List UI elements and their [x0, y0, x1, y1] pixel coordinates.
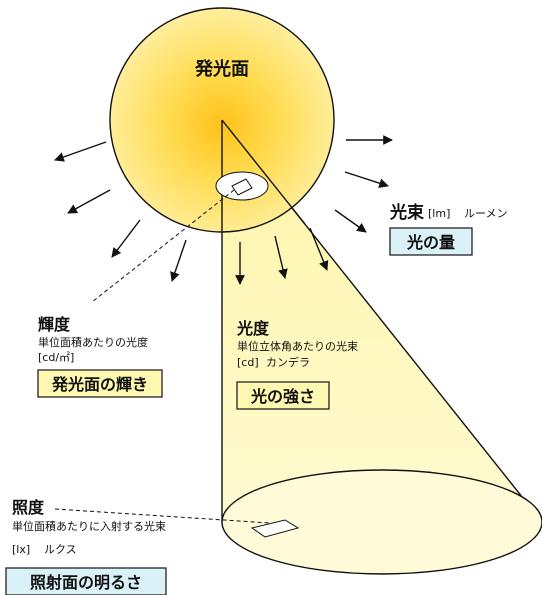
ray-arrow-6	[274, 235, 288, 279]
luminous-intensity-box-label: 光の強さ	[250, 387, 315, 406]
luminance-title: 輝度	[38, 315, 71, 334]
luminance-box-label: 発光面の輝き	[51, 375, 148, 394]
luminous-flux-title: 光束	[389, 202, 424, 223]
illuminance-leader	[54, 508, 271, 524]
ray-arrow-4	[170, 239, 187, 282]
luminance-unit: [cd/㎡]	[38, 351, 74, 364]
luminance-desc: 単位面積あたりの光度	[38, 335, 148, 349]
illuminance-patch	[250, 519, 300, 538]
emitting-patch-square	[231, 178, 253, 196]
ray-arrow-8	[334, 209, 367, 233]
cone-edge-right	[221, 119, 306, 225]
luminous-flux-unit: [lm]	[428, 207, 450, 220]
luminous-flux-box	[389, 227, 473, 256]
source-label: 発光面	[194, 58, 249, 80]
luminous-flux-unit-name: ルーメン	[464, 207, 508, 220]
ray-arrow-3	[111, 219, 141, 258]
luminous-intensity-desc: 単位立体角あたりの光束	[237, 339, 358, 353]
illuminance-title: 照度	[12, 498, 45, 517]
ray-arrow-1	[54, 141, 107, 162]
luminous-intensity-title: 光度	[236, 319, 270, 338]
illuminance-desc: 単位面積あたりに入射する光束	[12, 519, 166, 533]
illuminance-box	[5, 567, 167, 595]
luminous-flux-box-label: 光の量	[406, 233, 455, 252]
luminance-leader	[91, 189, 235, 303]
illuminance-box-label: 照射面の明るさ	[30, 573, 142, 592]
ray-arrow-7	[309, 227, 329, 271]
luminous-intensity-unit: [cd]	[237, 356, 259, 369]
illuminance-unit-name: ルクス	[44, 543, 77, 556]
ray-arrow-9	[344, 171, 389, 188]
luminous-intensity-box	[236, 381, 330, 410]
luminous-intensity-unit-name: カンデラ	[266, 355, 310, 369]
luminance-box	[37, 369, 163, 398]
illuminated-surface	[221, 469, 542, 575]
ray-arrow-2	[67, 189, 111, 214]
illuminance-unit: [lx]	[12, 543, 30, 556]
